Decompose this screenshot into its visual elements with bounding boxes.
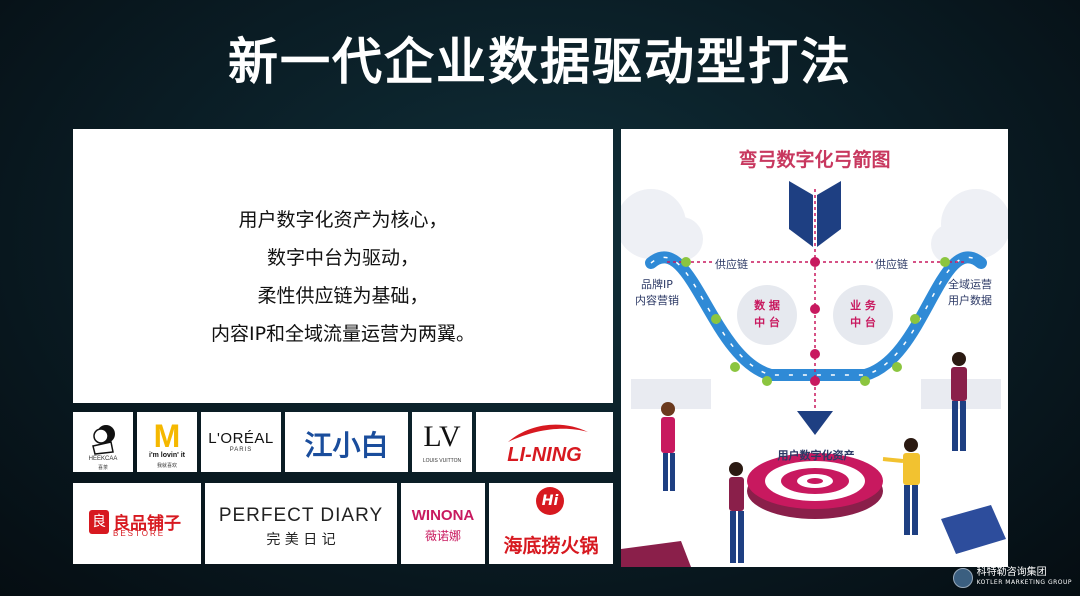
brand-ip-line-1: 品牌IP xyxy=(641,278,673,291)
lining-name: LI-NING xyxy=(507,444,582,466)
logo-heekcaa: HEEKCAA 喜茶 xyxy=(73,412,133,472)
mcdonalds-tagline: i'm lovin' it xyxy=(149,452,185,459)
core-line-3: 柔性供应链为基础， xyxy=(257,285,429,307)
puzzle-piece-icons xyxy=(621,505,1006,567)
haidilao-badge-icon: Hi xyxy=(536,487,564,515)
person-right-icon xyxy=(951,352,967,451)
business-hub-line-2: 中 台 xyxy=(850,316,876,329)
logo-jiangxiaobai: 江小白 xyxy=(285,412,408,472)
kotler-brand-en: KOTLER MARKETING GROUP xyxy=(976,579,1072,586)
omnichannel-line-1: 全域运营 xyxy=(948,278,992,291)
omnichannel-label: 全域运营 用户数据 xyxy=(939,277,1001,309)
logo-haidilao: Hi 海底捞火锅 xyxy=(489,483,613,564)
business-hub-circle xyxy=(833,285,893,345)
arrow-fletching-icon xyxy=(789,181,841,247)
perfect-diary-sub: 完 美 日 记 xyxy=(266,532,336,548)
logo-loreal: L'ORÉAL PARIS xyxy=(201,412,281,472)
target-icon xyxy=(747,453,883,519)
mcdonalds-sub: 我就喜欢 xyxy=(156,463,177,469)
diagram-title: 弯弓数字化弓箭图 xyxy=(738,149,891,171)
arrowhead-icon xyxy=(797,411,833,435)
liangpin-sub: BESTORE xyxy=(113,529,166,538)
lining-swoosh-icon xyxy=(508,424,588,442)
data-hub-line-2: 中 台 xyxy=(754,316,780,329)
mcdonalds-arches-icon: M xyxy=(153,418,181,454)
person-standing-icon xyxy=(729,462,744,563)
heekcaa-figure-icon xyxy=(92,425,115,455)
core-line-4: 内容IP和全域流量运营为两翼。 xyxy=(210,323,476,345)
winona-name: WINONA xyxy=(411,507,475,524)
person-pointing-icon xyxy=(882,438,920,535)
string-nodes xyxy=(810,257,820,386)
lv-sub: LOUIS VUITTON xyxy=(422,458,462,464)
core-line-1: 用户数字化资产为核心， xyxy=(238,209,448,231)
data-hub-label: 数 据 中 台 xyxy=(737,297,797,331)
business-hub-label: 业 务 中 台 xyxy=(833,297,893,331)
haidilao-name: 海底捞火锅 xyxy=(503,535,599,557)
supply-chain-right-label: 供应链 xyxy=(873,256,910,272)
bow-arrow-diagram: 弯弓数字化弓箭图 供应链 供应链 品牌IP 内容营销 全域运营 用户数据 数 据… xyxy=(621,129,1008,567)
logo-lining: LI-NING xyxy=(476,412,613,472)
kotler-logo-icon xyxy=(952,568,973,588)
jiangxiaobai-name: 江小白 xyxy=(304,429,389,462)
omnichannel-line-2: 用户数据 xyxy=(948,294,992,307)
core-text-panel: 用户数字化资产为核心， 数字中台为驱动， 柔性供应链为基础， 内容IP和全域流量… xyxy=(73,129,613,403)
liangpin-badge-icon: 良 xyxy=(89,510,109,534)
business-hub-line-1: 业 务 xyxy=(850,299,876,312)
logo-liangpin: 良 良品铺子 BESTORE xyxy=(73,483,201,564)
brand-ip-line-2: 内容营销 xyxy=(635,294,679,307)
data-hub-circle xyxy=(737,285,797,345)
heekcaa-sub: 喜茶 xyxy=(97,465,108,471)
logo-louis-vuitton: LV LOUIS VUITTON xyxy=(412,412,472,472)
heekcaa-name: HEEKCAA xyxy=(88,456,118,462)
supply-chain-left-label: 供应链 xyxy=(713,256,750,272)
perfect-diary-name: PERFECT DIARY xyxy=(218,505,384,526)
logo-winona: WINONA 薇诺娜 xyxy=(401,483,485,564)
target-label: 用户数字化资产 xyxy=(777,449,855,462)
liangpin-name: 良品铺子 xyxy=(113,514,181,534)
kotler-brand: 科特勒咨询集团 KOTLER MARKETING GROUP xyxy=(952,567,1072,588)
loreal-name: L'ORÉAL xyxy=(208,430,274,447)
loreal-sub: PARIS xyxy=(229,447,253,453)
logo-mcdonalds: M i'm lovin' it 我就喜欢 xyxy=(137,412,197,472)
core-line-2: 数字中台为驱动， xyxy=(266,247,419,269)
winona-sub: 薇诺娜 xyxy=(424,529,461,543)
lv-monogram-icon: LV xyxy=(423,420,461,453)
kotler-brand-cn: 科特勒咨询集团 xyxy=(976,567,1047,578)
logo-perfect-diary: PERFECT DIARY 完 美 日 记 xyxy=(205,483,397,564)
bow-nodes xyxy=(681,257,950,386)
person-left-icon xyxy=(661,402,675,491)
brand-ip-label: 品牌IP 内容营销 xyxy=(627,277,687,309)
data-hub-line-1: 数 据 xyxy=(754,299,780,312)
page-title: 新一代企业数据驱动型打法 xyxy=(228,33,852,91)
